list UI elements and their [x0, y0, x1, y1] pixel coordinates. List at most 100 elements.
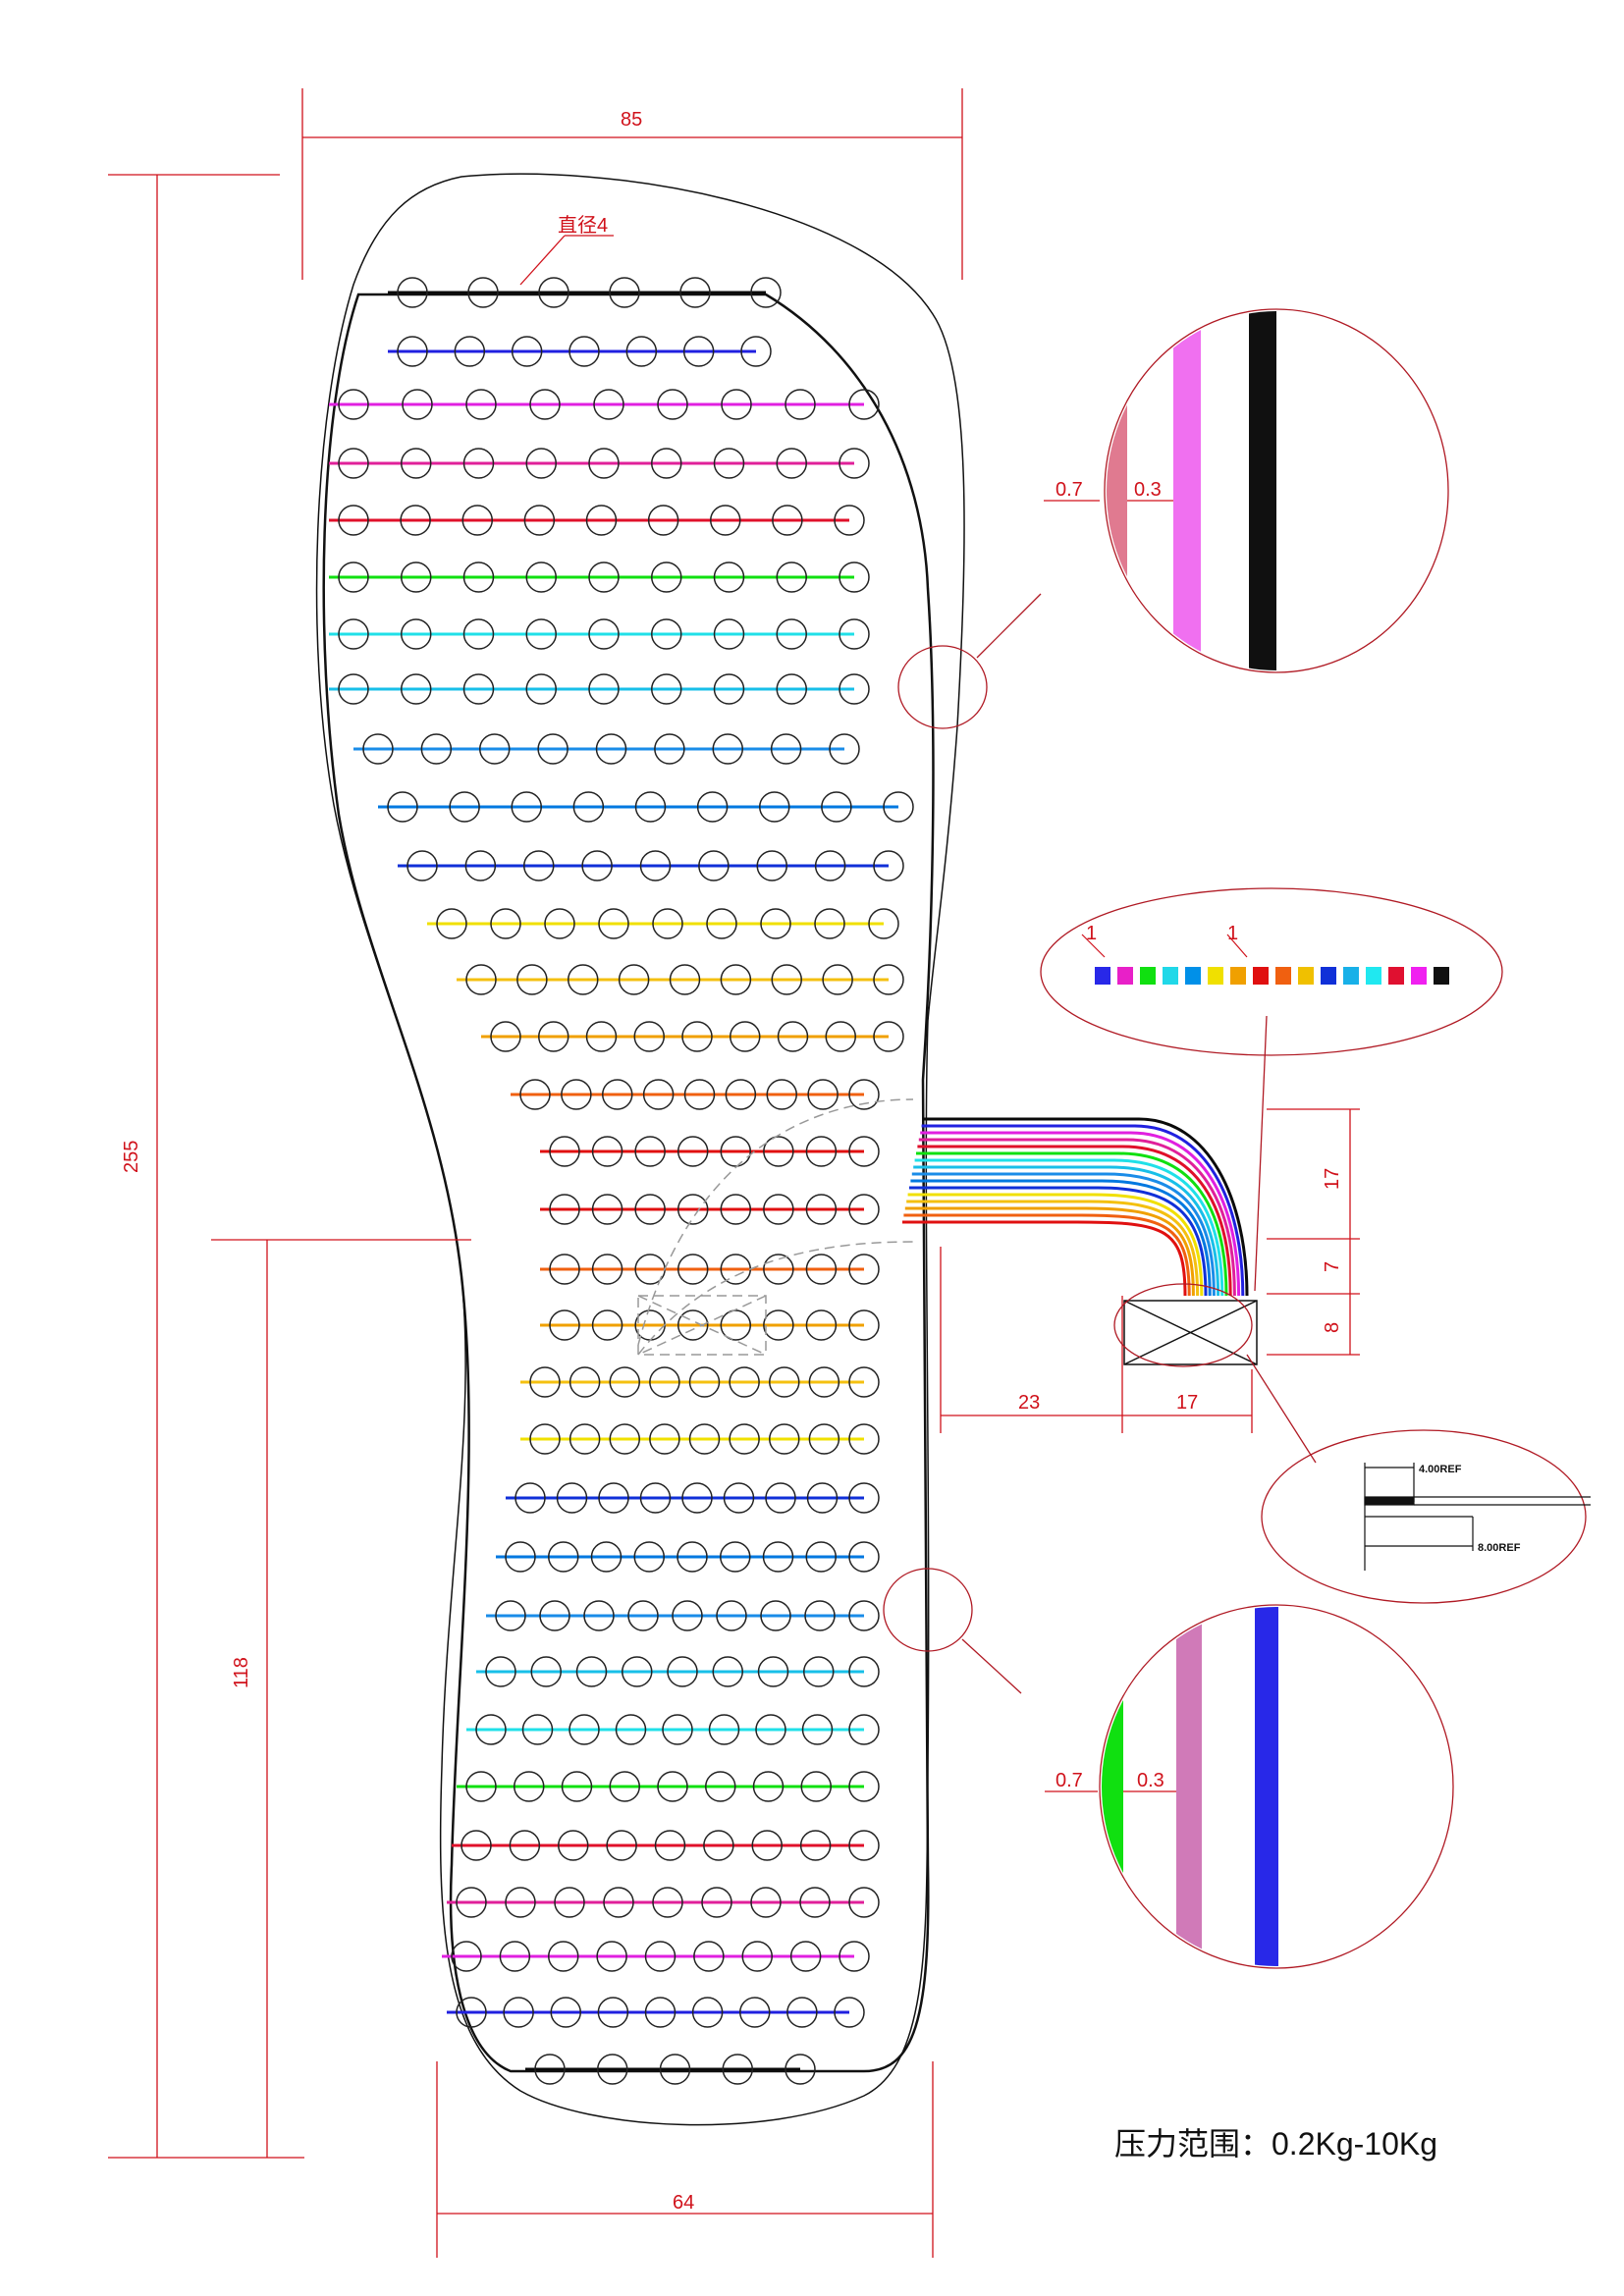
sensor-pad [514, 1771, 545, 1802]
sensor-pad [467, 277, 499, 308]
sensor-pad [848, 1482, 880, 1514]
sensor-pad [677, 1309, 709, 1341]
sensor-pad [848, 1830, 880, 1861]
sensor-pad [597, 2054, 628, 2085]
pressure-range-caption: 压力范围：0.2Kg-10Kg [1114, 2126, 1437, 2162]
sensor-pad [799, 1887, 831, 1918]
sensor-pad [712, 1656, 743, 1687]
sensor-pad [829, 733, 860, 765]
sensor-pad [741, 1941, 773, 1972]
sensor-pad [873, 850, 904, 881]
sensor-pad [677, 1541, 708, 1573]
sensor-pad [789, 1941, 822, 1972]
sensor-pad [523, 850, 555, 881]
sensor-pad [677, 1136, 709, 1167]
sensor-pad [868, 908, 899, 939]
sensor-pad [575, 1656, 608, 1687]
sensor-pad [729, 1423, 760, 1455]
sensor-pad [591, 1136, 623, 1167]
sensor-pad [588, 561, 620, 593]
sensor-pad [766, 1079, 797, 1110]
pad-strip-dims [1081, 934, 1248, 958]
sensor-pad [672, 1600, 703, 1631]
sensor-pad [511, 791, 542, 823]
dim-tail-width-17: 17 [1176, 1392, 1198, 1414]
pad-pitch-label-b: 1 [1227, 923, 1238, 944]
sensor-pad [772, 505, 803, 536]
sensor-pad [590, 1541, 623, 1573]
detail-bottom-gap-label: 0.7 [1056, 1770, 1083, 1791]
bus-trace [913, 1165, 1220, 1297]
sensor-pad [721, 389, 752, 420]
dim-tail-offset-23: 23 [1018, 1392, 1040, 1414]
sensor-pad [338, 618, 369, 650]
sensor-pad [627, 1600, 659, 1631]
sensor-pad [406, 850, 438, 881]
sensor-pad [495, 1600, 526, 1631]
sensor-pad [821, 791, 852, 823]
sensor-pad [401, 673, 432, 705]
sensor-pad [436, 908, 467, 939]
sensor-pad [760, 1600, 791, 1631]
sensor-traces [329, 291, 898, 2071]
sensor-pad [634, 1136, 666, 1167]
sensor-pad [475, 1714, 507, 1745]
pad-strip-cell [1434, 967, 1449, 985]
sensor-pad [848, 1541, 880, 1573]
sensor-pad [609, 1771, 640, 1802]
sensor-pad [720, 1194, 752, 1225]
sensor-pad [848, 1254, 880, 1285]
sensor-pad [834, 1997, 865, 2028]
pad-strip-cell [1163, 967, 1178, 985]
sensor-pad [688, 1423, 721, 1455]
sensor-pad [549, 1254, 580, 1285]
sensor-pad [805, 1254, 838, 1285]
sensor-pad [338, 389, 369, 420]
sensor-pad [615, 1714, 647, 1745]
sensor-pad [462, 618, 495, 650]
sensor-pad [777, 1021, 809, 1052]
sensor-pad [525, 448, 557, 479]
sensor-pad [706, 908, 737, 939]
sensor-pad [651, 618, 682, 650]
sensor-pad [786, 1997, 818, 2028]
sensor-pad [401, 618, 432, 650]
sensor-pad [654, 733, 685, 765]
bus-trace [923, 1117, 1249, 1297]
sensor-pad [550, 1997, 581, 2028]
sensor-pad [848, 1714, 880, 1745]
sensor-pad [534, 2054, 566, 2085]
sensor-pad [848, 1309, 880, 1341]
sensor-pad [538, 1021, 569, 1052]
sensor-pad [776, 673, 807, 705]
sensor-pad [839, 1941, 870, 1972]
pad-strip-cell [1140, 967, 1156, 985]
sensor-pad [806, 1482, 839, 1514]
sensor-pad [776, 561, 807, 593]
sensor-pad [723, 1482, 755, 1514]
sensor-pad [609, 277, 640, 308]
sensor-pad [716, 1600, 747, 1631]
sensor-pad [698, 850, 730, 881]
sensor-pad [848, 1423, 880, 1455]
sensor-pad [750, 1887, 782, 1918]
sensor-pad [730, 1021, 761, 1052]
trace-bus [902, 1117, 1249, 1297]
sensor-pad [801, 1714, 834, 1745]
sensor-pad [490, 1021, 521, 1052]
sensor-pad [762, 1541, 794, 1573]
sensor-pad [720, 1136, 752, 1167]
sensor-pad [808, 1423, 840, 1455]
sensor-pad [703, 1830, 734, 1861]
sensor-pad [701, 1887, 732, 1918]
pad-strip-detail [1095, 967, 1449, 985]
sensor-pad [397, 277, 428, 308]
connector-ref-detail [1364, 1463, 1591, 1571]
sensor-pad [681, 1482, 713, 1514]
tail-connector [1123, 1300, 1258, 1365]
sensor-pad [683, 1079, 716, 1110]
sensor-pad [598, 1482, 629, 1514]
sensor-pad [602, 1079, 633, 1110]
bus-trace [910, 1179, 1212, 1297]
sensor-pad [568, 1366, 601, 1398]
